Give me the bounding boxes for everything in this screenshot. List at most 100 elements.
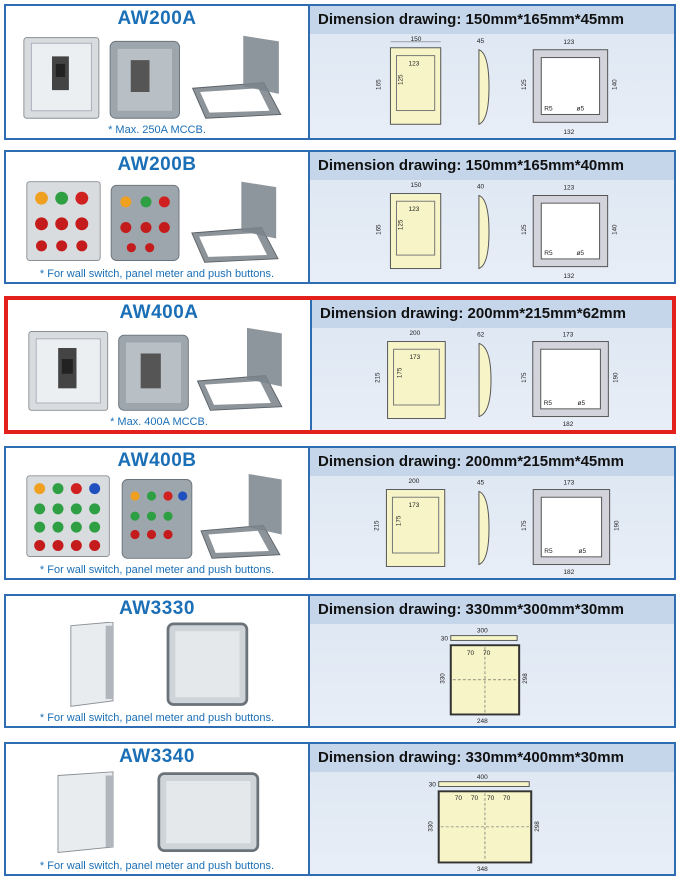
product-photo-panel: AW3340 * For wall switch, panel meter an… xyxy=(6,744,310,874)
dim-cut-w: 173 xyxy=(563,480,574,487)
dim-inner-h: 125 xyxy=(397,219,404,230)
dim-width: 200 xyxy=(409,478,420,485)
dimension-drawing: 150 123 165 125 40 123 132 125 140 R5 ø5 xyxy=(310,182,674,282)
dim-cut-h: 190 xyxy=(614,520,621,531)
dim-inner-w: 348 xyxy=(477,866,488,873)
product-photo-panel: AW400A * Max. 400A MCCB. xyxy=(8,300,312,430)
dim-radius: R5 xyxy=(544,106,553,113)
enclosure-photo-illustration xyxy=(23,35,282,119)
product-photo-panel: AW200B * For wall switch, panel meter an… xyxy=(6,152,310,282)
dimension-drawing: 400 30 70 70 70 70 330 298 348 xyxy=(310,774,674,874)
product-photo-panel: AW400B * For wall switch, panel meter an… xyxy=(6,448,310,578)
enclosure-photo-illustration xyxy=(70,621,249,707)
product-card-aw400a: AW400A * Max. 400A MCCB. Dimension drawi… xyxy=(4,296,676,434)
enclosure-photo-illustration xyxy=(26,181,279,263)
dim-height: 215 xyxy=(373,520,380,531)
dim-width: 400 xyxy=(477,774,488,781)
dim-inner-w: 248 xyxy=(477,718,488,725)
dim-inner-h: 175 xyxy=(396,367,403,378)
dim-inner: 173 xyxy=(409,354,420,361)
dim-cut-h: 140 xyxy=(612,224,619,235)
dimension-panel: Dimension drawing: 330mm*300mm*30mm 300 … xyxy=(310,596,674,726)
dimension-title: Dimension drawing: 330mm*400mm*30mm xyxy=(310,744,674,772)
dim-bottom: 182 xyxy=(563,421,574,428)
dimension-panel: Dimension drawing: 200mm*215mm*45mm 200 … xyxy=(310,448,674,578)
dim-hole: ø5 xyxy=(578,400,586,407)
product-card-aw3330: AW3330 * For wall switch, panel meter an… xyxy=(4,594,676,728)
product-photos xyxy=(10,474,304,562)
dimension-panel: Dimension drawing: 330mm*400mm*30mm 400 … xyxy=(310,744,674,874)
enclosure-photo-illustration xyxy=(28,327,283,411)
dim-depth: 40 xyxy=(477,184,485,191)
model-title: AW200B xyxy=(117,154,197,175)
dim-hole: ø5 xyxy=(578,548,586,555)
dim-radius: R5 xyxy=(544,250,553,257)
dimension-panel: Dimension drawing: 150mm*165mm*40mm 150 … xyxy=(310,152,674,282)
dim-cut-inner: 125 xyxy=(521,224,528,235)
dim-cut-w: 173 xyxy=(563,332,574,339)
dim-inner-h: 125 xyxy=(397,74,404,85)
dim-grid-1: 70 xyxy=(467,650,475,657)
product-note: * For wall switch, panel meter and push … xyxy=(39,712,275,724)
product-card-aw3340: AW3340 * For wall switch, panel meter an… xyxy=(4,742,676,876)
dim-inner-h: 298 xyxy=(522,673,529,684)
dim-inner-h: 298 xyxy=(534,821,541,832)
dimension-title: Dimension drawing: 150mm*165mm*40mm xyxy=(310,152,674,180)
product-note: * For wall switch, panel meter and push … xyxy=(39,268,275,280)
dim-grid-4: 70 xyxy=(503,795,511,802)
dimension-panel: Dimension drawing: 150mm*165mm*45mm 150 … xyxy=(310,6,674,138)
dim-grid-3: 70 xyxy=(487,795,495,802)
product-note: * Max. 400A MCCB. xyxy=(110,416,208,428)
dim-cut-h: 140 xyxy=(612,79,619,90)
dim-cut-h: 190 xyxy=(612,372,619,383)
dim-grid-2: 70 xyxy=(471,795,479,802)
dim-cut-inner: 175 xyxy=(521,520,528,531)
dim-bottom: 182 xyxy=(563,569,574,576)
dim-radius: R5 xyxy=(544,400,553,407)
product-photo-panel: AW200A * Max. 250A MCCB. xyxy=(6,6,310,138)
dim-grid-2: 70 xyxy=(483,650,491,657)
dim-hole: ø5 xyxy=(576,250,584,257)
enclosure-photo-illustration xyxy=(57,771,260,854)
dim-hole: ø5 xyxy=(576,106,584,113)
dimension-title: Dimension drawing: 200mm*215mm*45mm xyxy=(310,448,674,476)
dimension-drawing: 200 173 215 175 45 173 182 175 190 R5 ø5 xyxy=(310,478,674,578)
dim-grid-1: 70 xyxy=(455,795,463,802)
dim-depth: 45 xyxy=(477,38,485,45)
dim-height: 330 xyxy=(440,673,447,684)
dim-height: 330 xyxy=(428,821,435,832)
dim-height: 165 xyxy=(375,79,382,90)
dim-depth: 30 xyxy=(441,636,449,643)
dim-height: 215 xyxy=(375,372,382,383)
product-photo-panel: AW3330 * For wall switch, panel meter an… xyxy=(6,596,310,726)
product-photos xyxy=(12,326,306,414)
model-title: AW200A xyxy=(117,8,197,29)
product-photos xyxy=(10,178,304,266)
dim-width: 150 xyxy=(411,36,422,43)
dim-cut-inner: 125 xyxy=(521,79,528,90)
dim-cut-w: 123 xyxy=(563,185,574,192)
product-card-aw200a: AW200A * Max. 250A MCCB. Dimension drawi… xyxy=(4,4,676,140)
dim-inner: 123 xyxy=(409,206,420,213)
dim-depth: 30 xyxy=(429,782,437,789)
dim-width: 300 xyxy=(477,628,488,635)
dim-bottom: 132 xyxy=(563,129,574,136)
dim-bottom: 132 xyxy=(563,273,574,280)
dimension-title: Dimension drawing: 200mm*215mm*62mm xyxy=(312,300,672,328)
dimension-panel: Dimension drawing: 200mm*215mm*62mm 200 … xyxy=(312,300,672,430)
dimension-title: Dimension drawing: 150mm*165mm*45mm xyxy=(310,6,674,34)
product-note: * For wall switch, panel meter and push … xyxy=(39,860,275,872)
dim-height: 165 xyxy=(375,224,382,235)
product-note: * Max. 250A MCCB. xyxy=(108,124,206,136)
dimension-drawing: 300 30 70 70 330 298 248 xyxy=(310,626,674,726)
product-photos xyxy=(10,770,304,858)
dim-cut-inner: 175 xyxy=(521,372,528,383)
product-photos xyxy=(10,32,304,122)
dim-width: 200 xyxy=(409,330,420,337)
product-card-aw200b: AW200B * For wall switch, panel meter an… xyxy=(4,150,676,284)
dim-inner: 123 xyxy=(409,60,420,67)
enclosure-photo-illustration xyxy=(26,474,282,559)
dim-width: 150 xyxy=(411,182,422,189)
dimension-drawing: 200 173 215 175 62 173 182 175 190 R5 ø5 xyxy=(312,330,672,430)
model-title: AW3330 xyxy=(119,598,195,619)
